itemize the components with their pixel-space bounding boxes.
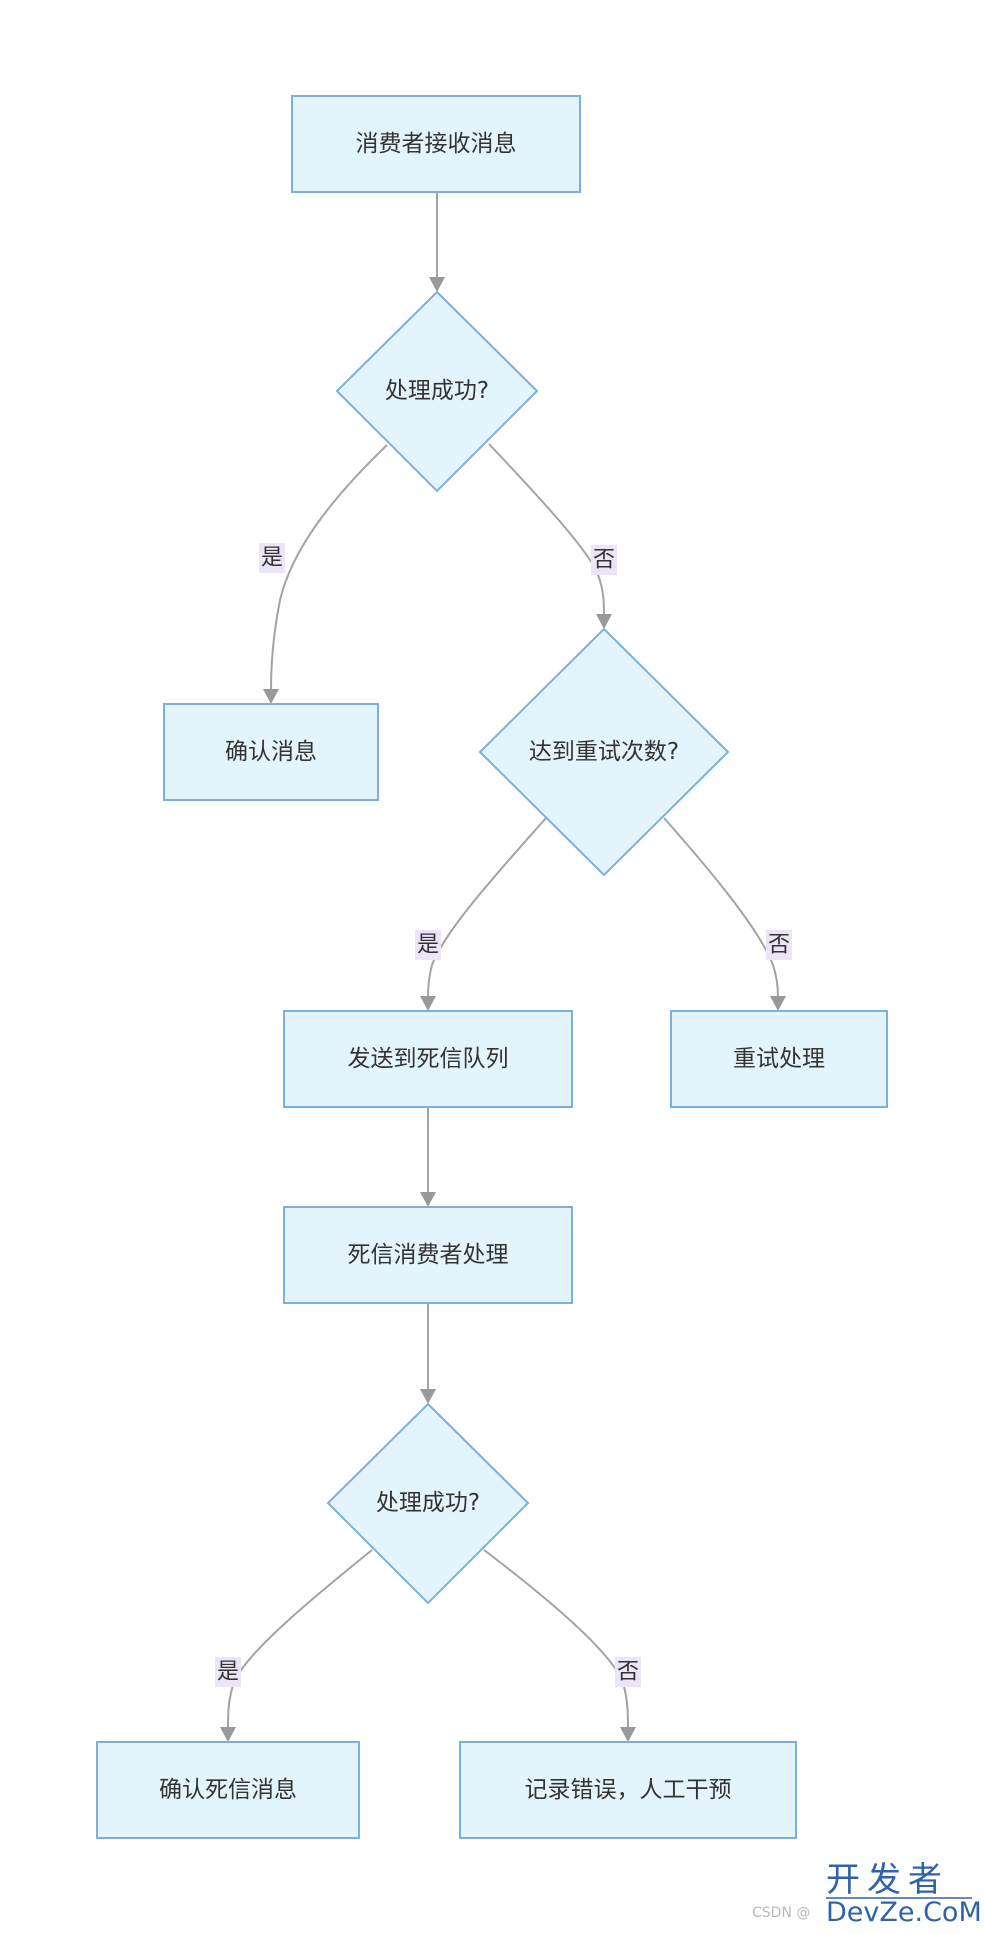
edge-label-retry-limit-yes-text: 是 xyxy=(417,933,439,958)
edge-label-bg xyxy=(215,1657,241,1687)
node-retry-label: 重试处理 xyxy=(733,1046,825,1072)
node-ack-box xyxy=(163,703,379,801)
node-retry-limit: 达到重试次数? xyxy=(478,627,730,877)
arrowhead xyxy=(596,614,612,629)
node-check1-label: 处理成功? xyxy=(385,378,489,404)
edge-check2-to-log-error xyxy=(483,1549,629,1729)
node-check2-label: 处理成功? xyxy=(376,1490,480,1516)
node-check1-diamond xyxy=(335,290,539,493)
node-ack-dlq-box xyxy=(96,1741,360,1839)
node-check1: 处理成功? xyxy=(335,290,539,493)
edge-label-bg xyxy=(615,1657,641,1687)
edge-label-check2-no: 否 xyxy=(615,1657,641,1687)
node-receive: 消费者接收消息 xyxy=(291,95,581,193)
node-to-dlq-label: 发送到死信队列 xyxy=(348,1046,509,1072)
edge-label-check1-no-text: 否 xyxy=(593,548,615,573)
arrowhead xyxy=(420,1192,436,1207)
node-dlq-consumer-box xyxy=(283,1206,573,1304)
edge-label-check2-yes-text: 是 xyxy=(217,1660,239,1685)
node-retry-box xyxy=(670,1010,888,1108)
edge-label-check2-yes: 是 xyxy=(215,1657,241,1687)
node-log-error-box xyxy=(459,1741,797,1839)
node-log-error-label: 记录错误，人工干预 xyxy=(525,1777,732,1803)
edge-retry-limit-to-dlq xyxy=(427,817,547,998)
arrowhead xyxy=(429,277,445,292)
node-to-dlq-box xyxy=(283,1010,573,1108)
watermark-sub: DevZe.CoM xyxy=(826,1897,982,1928)
watermark-csdn: CSDN @ xyxy=(752,1905,810,1921)
edge-check1-to-ack xyxy=(270,444,388,691)
node-ack-dlq-label: 确认死信消息 xyxy=(159,1777,297,1803)
node-check2: 处理成功? xyxy=(326,1402,530,1605)
edge-label-retry-limit-no: 否 xyxy=(766,930,792,960)
edge-label-bg xyxy=(415,930,441,960)
node-log-error: 记录错误，人工干预 xyxy=(459,1741,797,1839)
node-dlq-consumer-label: 死信消费者处理 xyxy=(348,1242,509,1268)
arrowhead xyxy=(420,1389,436,1404)
edge-label-check1-no: 否 xyxy=(591,545,617,575)
edge-labels: 是 否 是 否 是 否 xyxy=(215,543,792,1687)
edge-label-bg xyxy=(591,545,617,575)
node-receive-label: 消费者接收消息 xyxy=(356,131,517,157)
edge-check1-to-retry-limit xyxy=(488,443,605,616)
edge-label-bg xyxy=(766,930,792,960)
node-ack-dlq: 确认死信消息 xyxy=(96,1741,360,1839)
watermark-main: 开发者 xyxy=(826,1860,949,1900)
node-ack: 确认消息 xyxy=(163,703,379,801)
edge-label-check2-no-text: 否 xyxy=(617,1660,639,1685)
arrowhead xyxy=(420,996,436,1011)
arrowhead xyxy=(263,689,279,704)
edge-retry-limit-to-retry xyxy=(663,817,779,998)
node-to-dlq: 发送到死信队列 xyxy=(283,1010,573,1108)
node-ack-label: 确认消息 xyxy=(225,739,317,765)
edge-check2-to-ack-dlq xyxy=(227,1549,373,1729)
node-retry-limit-diamond xyxy=(478,627,730,877)
edge-label-bg xyxy=(259,543,285,573)
edge-label-retry-limit-no-text: 否 xyxy=(768,933,790,958)
edge-label-check1-yes-text: 是 xyxy=(261,546,283,571)
arrowhead xyxy=(620,1727,636,1742)
edge-label-retry-limit-yes: 是 xyxy=(415,930,441,960)
node-receive-box xyxy=(291,95,581,193)
nodes: 消费者接收消息 处理成功? 确认消息 达到重试次数? 发送到死信队列 重试处理 xyxy=(96,95,888,1839)
arrowhead xyxy=(770,996,786,1011)
arrowhead xyxy=(220,1727,236,1742)
node-retry: 重试处理 xyxy=(670,1010,888,1108)
node-dlq-consumer: 死信消费者处理 xyxy=(283,1206,573,1304)
watermark: 开发者 CSDN @ DevZe.CoM xyxy=(752,1860,982,1928)
edge-label-check1-yes: 是 xyxy=(259,543,285,573)
node-retry-limit-label: 达到重试次数? xyxy=(529,739,679,765)
node-check2-diamond xyxy=(326,1402,530,1605)
